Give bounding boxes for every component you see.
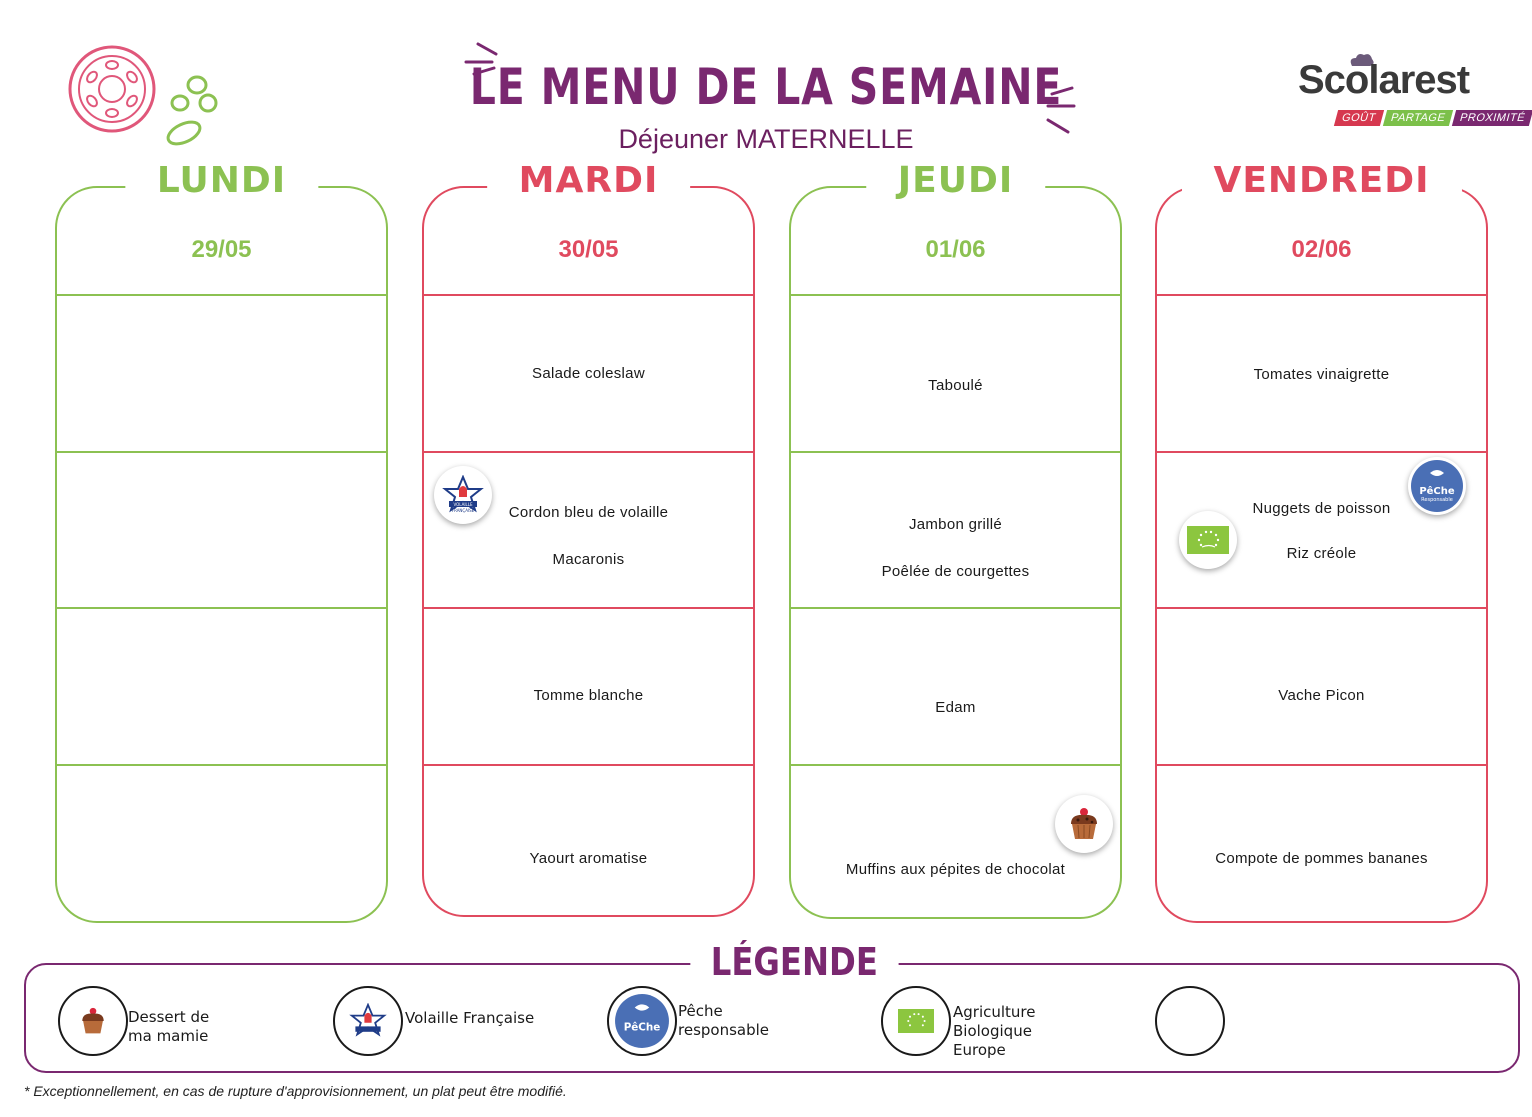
legend-label-line: Pêche	[678, 1002, 723, 1020]
day-name: MARDI	[486, 160, 691, 201]
volaille-francaise-icon: VOLAILLE FRANÇAISE	[442, 475, 484, 513]
legend-peche-circle: PêChe	[607, 986, 677, 1056]
legend-label-line: Volaille Française	[405, 1009, 535, 1027]
legend-label-line: Europe	[953, 1041, 1006, 1059]
footnote: * Exceptionnellement, en cas de rupture …	[24, 1083, 567, 1099]
legend-label-bio: Agriculture Biologique Europe	[953, 1003, 1036, 1060]
day-card-mardi: MARDI 30/05 Salade coleslaw Cordon bleu …	[422, 160, 755, 917]
row-separator	[791, 764, 1120, 766]
tomato-slice-illustration	[68, 45, 218, 146]
row-separator	[1157, 607, 1486, 609]
legend-label-line: ma mamie	[128, 1027, 209, 1045]
dish-entree: Taboulé	[928, 377, 983, 394]
logo-wordmark: Scolarest	[1298, 58, 1470, 102]
volaille-francaise-icon	[349, 1003, 387, 1037]
dish-fromage: Vache Picon	[1278, 687, 1365, 704]
row-separator	[791, 451, 1120, 453]
dish-plat: Nuggets de poisson	[1252, 500, 1391, 517]
row-separator	[424, 607, 753, 609]
legend-label-line: Agriculture	[953, 1003, 1036, 1021]
dessert-mamie-badge	[1055, 795, 1113, 853]
legend-label-line: responsable	[678, 1021, 770, 1039]
volaille-badge-text-2: FRANÇAISE	[452, 508, 475, 513]
dish-entree: Tomates vinaigrette	[1253, 366, 1390, 383]
peche-responsable-badge: PêChe Responsable	[1408, 457, 1466, 515]
row-separator	[57, 451, 386, 453]
legend-label-line: Dessert de	[128, 1008, 210, 1026]
row-separator	[424, 451, 753, 453]
day-name: LUNDI	[124, 160, 319, 201]
row-separator	[791, 294, 1120, 296]
bio-europe-icon	[1187, 526, 1229, 554]
day-date: 02/06	[1291, 236, 1352, 263]
muffin-icon	[82, 1007, 104, 1034]
peche-responsable-icon: PêChe	[615, 994, 669, 1048]
chef-hat-icon	[1350, 54, 1374, 66]
logo-tag-proximite: PROXIMITÉ	[1451, 110, 1532, 126]
muffin-icon	[1071, 808, 1097, 839]
row-separator	[1157, 294, 1486, 296]
page-title: LE MENU DE LA SEMAINE	[469, 58, 1063, 116]
logo-tag-gout: GOÛT	[1333, 110, 1384, 126]
dish-plat: Jambon grillé	[908, 516, 1003, 533]
peche-badge-text: PêChe	[1419, 485, 1455, 497]
row-separator	[1157, 764, 1486, 766]
row-separator	[57, 607, 386, 609]
legend-label-line: Biologique	[953, 1022, 1032, 1040]
logo-tagline: GOÛT PARTAGE PROXIMITÉ	[1333, 110, 1532, 126]
legend-empty-circle	[1155, 986, 1225, 1056]
row-separator	[57, 764, 386, 766]
legend-label-volaille: Volaille Française	[405, 1009, 534, 1028]
row-separator	[57, 294, 386, 296]
legend-title: LÉGENDE	[690, 940, 899, 984]
legend-bio-circle	[881, 986, 951, 1056]
day-date: 01/06	[925, 236, 986, 263]
bio-europe-icon	[898, 1009, 934, 1033]
dish-entree: Salade coleslaw	[532, 365, 645, 382]
dish-dessert: Compote de pommes bananes	[1215, 850, 1428, 867]
page-subtitle: Déjeuner MATERNELLE	[618, 124, 914, 154]
dish-fromage: Tomme blanche	[533, 687, 644, 704]
peche-legend-text: PêChe	[624, 1021, 661, 1033]
peche-responsable-icon: PêChe Responsable	[1411, 460, 1463, 512]
legend-label-peche: Pêche responsable	[678, 1002, 769, 1040]
scolarest-logo	[1298, 52, 1513, 132]
row-separator	[424, 764, 753, 766]
day-name: JEUDI	[865, 160, 1046, 201]
row-separator	[791, 607, 1120, 609]
dish-accompagnement: Poêlée de courgettes	[881, 563, 1030, 580]
day-card-lundi: LUNDI 29/05	[55, 160, 388, 923]
day-date: 30/05	[558, 236, 619, 263]
dish-dessert: Muffins aux pépites de chocolat	[845, 861, 1066, 878]
dish-fromage: Edam	[935, 699, 976, 716]
dish-dessert: Yaourt aromatise	[529, 850, 648, 867]
bio-europe-badge	[1179, 511, 1237, 569]
legend-muffin-circle	[58, 986, 128, 1056]
volaille-badge-text: VOLAILLE	[453, 502, 473, 507]
day-date: 29/05	[191, 236, 252, 263]
day-name: VENDREDI	[1181, 160, 1462, 201]
legend-volaille-circle	[333, 986, 403, 1056]
day-card-vendredi: VENDREDI 02/06 Tomates vinaigrette Nugge…	[1155, 160, 1488, 923]
legend-label-dessert: Dessert de ma mamie	[128, 1008, 209, 1046]
title-sparkles	[464, 42, 1076, 134]
dish-plat: Cordon bleu de volaille	[508, 504, 669, 521]
peche-badge-text-2: Responsable	[1421, 497, 1453, 503]
row-separator	[1157, 451, 1486, 453]
dish-accompagnement: Macaronis	[552, 551, 625, 568]
row-separator	[424, 294, 753, 296]
volaille-francaise-badge: VOLAILLE FRANÇAISE	[434, 466, 492, 524]
logo-tag-partage: PARTAGE	[1382, 110, 1454, 126]
day-card-jeudi: JEUDI 01/06 Taboulé Jambon grillé Poêlée…	[789, 160, 1122, 919]
dish-accompagnement: Riz créole	[1286, 545, 1357, 562]
